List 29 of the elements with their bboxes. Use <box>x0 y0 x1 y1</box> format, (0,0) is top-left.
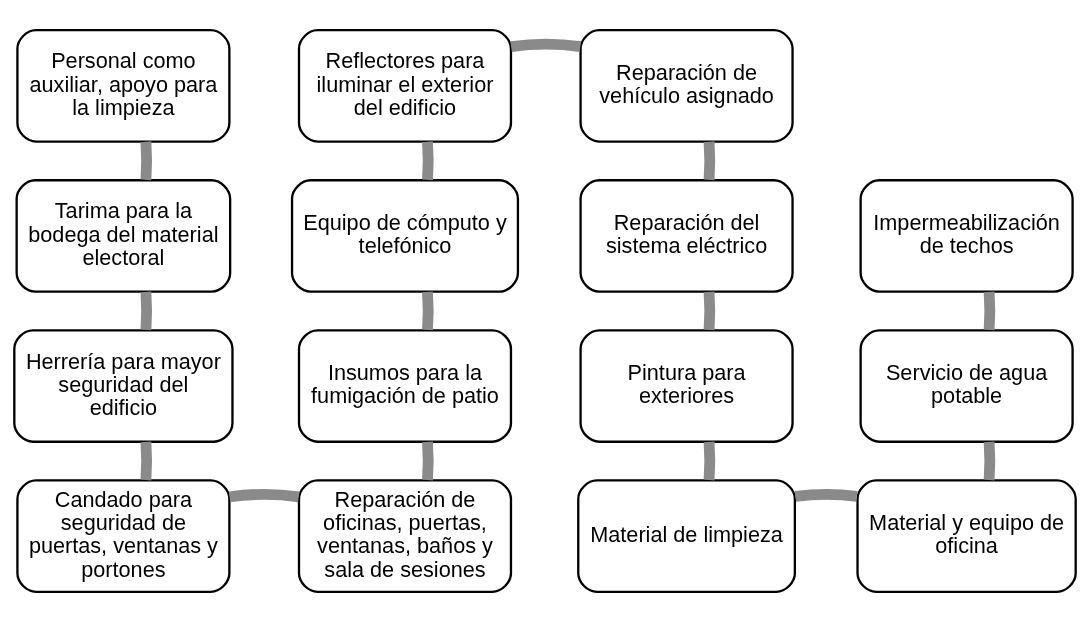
connector <box>140 141 152 181</box>
connector <box>422 291 434 331</box>
node-box: Personal como auxiliar, apoyo para la limpieza <box>16 29 231 143</box>
node-box: Reparación de oficinas, puertas, ventanas, baños y sala de sesiones <box>297 479 513 593</box>
connector <box>703 441 716 481</box>
node-box: Equipo de cómputo y telefónico <box>290 179 520 293</box>
connector <box>228 488 300 503</box>
node-box: Candado para seguridad de puertas, ventanas y portones <box>16 479 231 593</box>
node-box: Material y equipo de oficina <box>856 479 1077 593</box>
connector <box>422 141 434 181</box>
connector <box>422 441 434 481</box>
node-box: Servicio de agua potable <box>859 329 1074 443</box>
connector <box>140 291 152 331</box>
connector <box>703 141 716 181</box>
connector <box>983 291 996 331</box>
connector <box>510 38 582 52</box>
connector <box>794 488 858 502</box>
node-box: Reparación del sistema eléctrico <box>579 179 794 293</box>
connector <box>140 441 152 481</box>
node-box: Insumos para la fumigación de patio <box>297 329 513 443</box>
node-box: Pintura para exteriores <box>579 329 794 443</box>
node-box: Tarima para la bodega del material electoral <box>15 179 232 293</box>
node-box: Impermeabilización de techos <box>859 179 1074 293</box>
connector <box>983 441 996 481</box>
node-box: Reflectores para iluminar el exterior del edificio <box>297 29 513 143</box>
node-box: Herrería para mayor seguridad del edificio <box>13 329 234 443</box>
node-box: Reparación de vehículo asignado <box>579 29 794 143</box>
connector <box>703 291 716 331</box>
node-box: Material de limpieza <box>577 479 797 593</box>
